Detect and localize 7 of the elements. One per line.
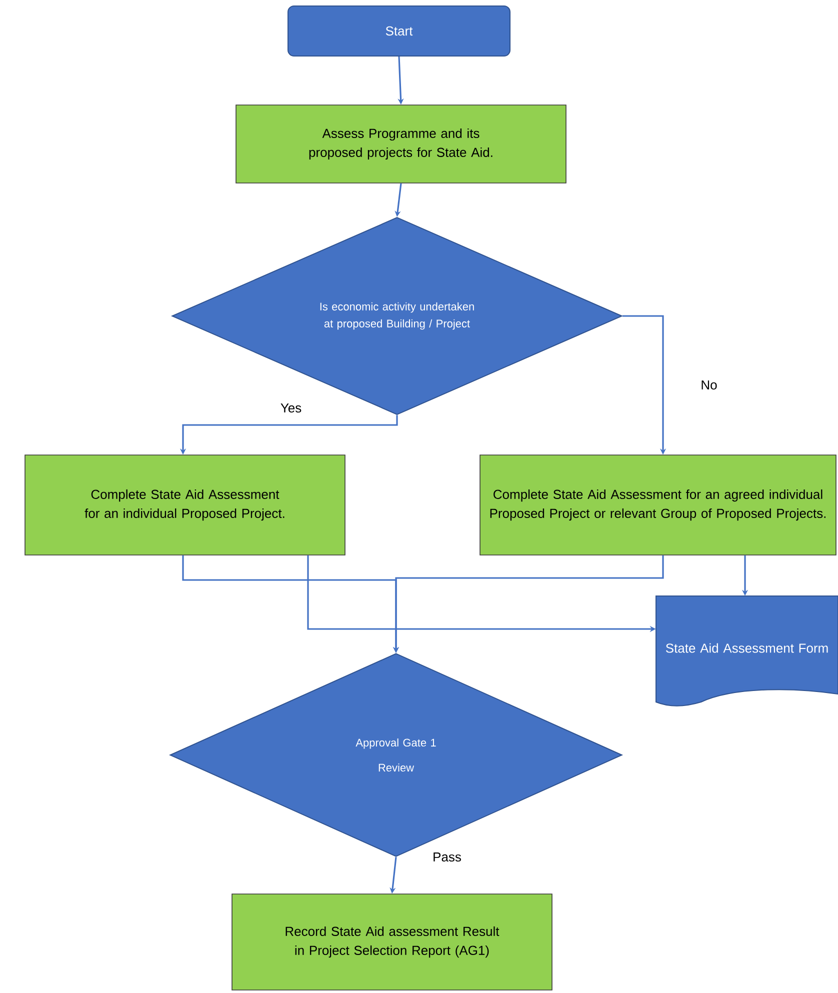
process-box: Complete State Aid Assessment for an individual Proposed Project. (24, 454, 346, 556)
process-box: Assess Programme and its proposed projects for State Aid. (236, 104, 566, 184)
process-box: Complete State Aid Assessment for an agreed individual Proposed Project or relevant Group of Proposed Projects. (480, 454, 836, 556)
process-box: Record State Aid assessment Result in Project Selection Report (AG1) (232, 894, 552, 990)
edge-label: Yes (279, 402, 303, 414)
start-terminator: Start (288, 6, 510, 56)
edge-label: No (700, 379, 718, 391)
